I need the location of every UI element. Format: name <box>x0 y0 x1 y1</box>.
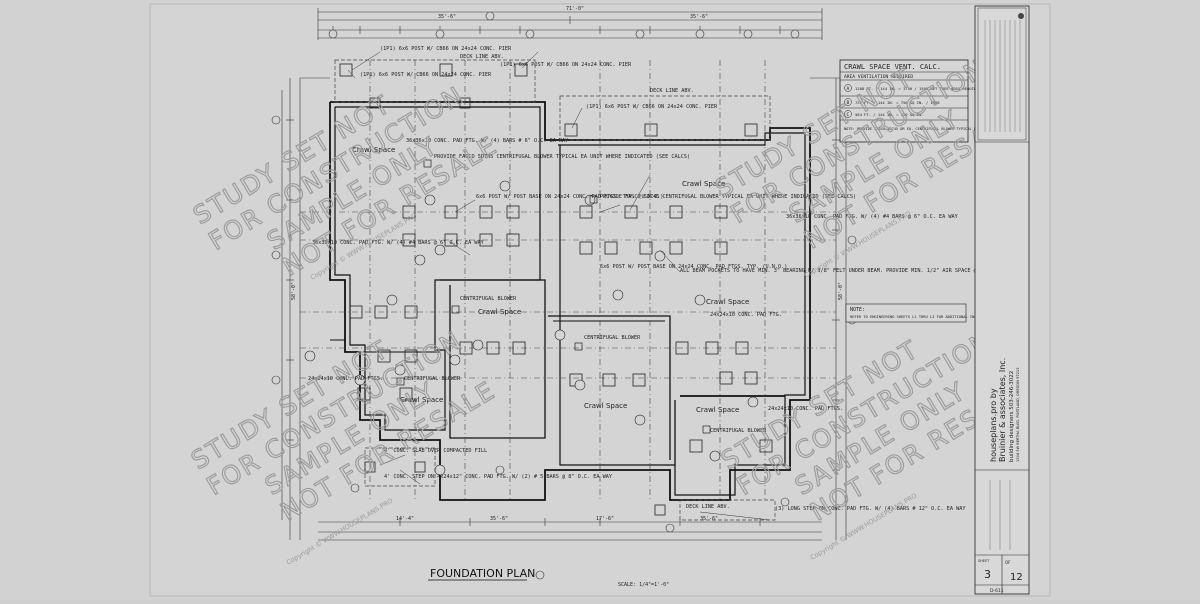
room-crawl-space-6: Crawl Space <box>696 406 739 414</box>
vent-calc-table: CRAWL SPACE VENT. CALC. AREA VENTILATION… <box>839 59 992 143</box>
plan-number: D-611 <box>990 588 1004 594</box>
vent-row-c-text: 584 FT. / 144 IN. = 350 SQ IN. <box>855 112 924 117</box>
callout-pad-2: 24x24x10 CONC. PAD FTG. <box>710 312 782 318</box>
callout-centrifugal-4: CENTRIFUGAL BLOWER <box>710 428 767 434</box>
room-labels: Crawl Space Crawl Space Crawl Space Craw… <box>352 146 749 414</box>
note-text: REFER TO ENGINEERING SHEETS L1 THRU L3 F… <box>850 315 1019 319</box>
callout-beam-pockets: ALL BEAM POCKETS TO HAVE MIN. 3" BEARING… <box>680 268 1002 274</box>
room-crawl-space-2: Crawl Space <box>682 180 725 188</box>
vent-table-title: CRAWL SPACE VENT. CALC. <box>844 63 941 71</box>
callout-slab: 4' CONC. SLAB OVER COMPACTED FILL <box>384 448 487 454</box>
callout-pad-1: 36x36x10 CONC. PAD FTG. W/ (4) BARS # 6"… <box>406 138 569 144</box>
vent-row-c-id: C <box>847 112 850 118</box>
callouts: (1P1) 6x6 POST W/ CB66 ON 24x24 CONC. PI… <box>308 46 1002 512</box>
vent-row-a-id: A <box>847 86 850 92</box>
callout-centrifugal-1: CENTRIFUGAL BLOWER <box>460 296 517 302</box>
callout-centrifugal-3: CENTRIFUGAL BLOWER <box>404 376 461 382</box>
callout-step: 4' CONC. STEP ON 4x24x12" CONC. PAD FTG.… <box>384 474 613 480</box>
callout-pad-6: 36x36x10 CONC. PAD FTG. W/ (4) #4 BARS @… <box>786 214 959 220</box>
vent-row-b-text: 725 FT. / 144 IN. = 750 SQ IN. / 1500 <box>855 100 940 105</box>
note-title: NOTE: <box>850 307 865 313</box>
company-line-2: Bruinier & associates, Inc. <box>998 358 1007 462</box>
blower-symbols <box>396 159 711 434</box>
bottom-dim-2: 35'-6" <box>490 516 508 522</box>
callout-long-step: (3) LONG STEP ON CONC. PAD FTG. W/ (4) B… <box>775 506 966 512</box>
vent-table-header: AREA VENTILATION REQUIRED <box>844 74 913 80</box>
side-dim-left: 58'-0" <box>291 282 297 300</box>
company-line-1: houseplans.pro by <box>989 388 998 462</box>
company-line-4: 1304 SW BERTHA BLVD. PORTLAND, OREGON 97… <box>1016 367 1020 462</box>
room-crawl-space-3: Crawl Space <box>478 308 521 316</box>
callout-post-4: (1P1) 6x6 POST W/ CB66 ON 24x24 CONC. PI… <box>586 104 718 110</box>
bottom-dim-3: 17'-6" <box>596 516 614 522</box>
callout-pad-3: 24x24x10 CONC. PAD FTGS. <box>308 376 383 382</box>
deck-lines <box>334 59 776 521</box>
company-line-3: building designers 503-246-3022 <box>1009 371 1015 462</box>
title-block: houseplans.pro by Bruinier & associates,… <box>974 5 1030 595</box>
callout-blower-note-2: PROVIDE FASCO 5D745 CENTRIFUGAL BLOWER T… <box>600 194 856 200</box>
top-dim-right: 35'-6" <box>690 14 708 20</box>
sheet-total: 12 <box>1010 572 1023 583</box>
bottom-dim-4: 35'-6" <box>700 516 718 522</box>
top-dim-left: 35'-6" <box>438 14 456 20</box>
room-crawl-space-4: Crawl Space <box>584 402 627 410</box>
callout-post-2: (1P1) 6x6 POST W/ CB66 ON 24x24 CONC. PI… <box>360 72 492 78</box>
pier-footings <box>339 63 773 516</box>
plan-title: FOUNDATION PLAN <box>430 567 535 580</box>
vent-table-note: NOTE: PROVIDE FASCO 5D745 OR EQ. CENTRIF… <box>844 127 992 131</box>
callout-post-1: (1P1) 6x6 POST W/ CB66 ON 24x24 CONC. PI… <box>380 46 512 52</box>
sheet-number: 3 <box>984 568 991 581</box>
plan-scale: SCALE: 1/4"=1'-0" <box>618 582 669 588</box>
room-crawl-space-7: Crawl Space <box>706 298 749 306</box>
leader-lines <box>347 51 771 521</box>
bottom-dim-1: 14'-4" <box>396 516 414 522</box>
callout-blower-note-1: PROVIDE FASCO 5D745 CENTRIFUGAL BLOWER T… <box>434 154 690 160</box>
vent-row-a-text: 1288 FT. / 144 IN. = 1750 / 1500 NET FRE… <box>855 86 981 91</box>
callout-post-base-2: 6x6 POST W/ POST BASE ON 24x24 CONC. PAD… <box>600 264 787 270</box>
callout-pad-5: 36x36x10 CONC. PAD FTG. W/ (4) #4 BARS @… <box>312 240 485 246</box>
beam-lines <box>300 60 836 500</box>
callout-post-base-1: 6x6 POST W/ POST BASE ON 24x24 CONC. PAD… <box>476 194 663 200</box>
callout-deck-1: DECK LINE ABV. <box>460 54 504 60</box>
dimension-ticks <box>286 26 840 526</box>
callout-deck-2: DECK LINE ABV. <box>650 88 694 94</box>
callout-pad-4: 24x24x10 CONC. PAD FTGS. <box>768 406 843 412</box>
room-crawl-space-5: Crawl Space <box>400 396 443 404</box>
vent-row-b-id: B <box>847 100 850 106</box>
sheet-of-label: OF <box>1005 560 1011 565</box>
room-crawl-space-1: Crawl Space <box>352 146 395 154</box>
side-dim-right: 58'-0" <box>838 282 844 300</box>
section-markers <box>304 180 759 476</box>
overall-dim-top: 71'-0" <box>566 6 584 12</box>
callout-post-3: (1P1) 6x6 POST W/ CB66 ON 24x24 CONC. PI… <box>500 62 632 68</box>
dimension-lines <box>281 8 847 541</box>
engineering-note-box: NOTE: REFER TO ENGINEERING SHEETS L1 THR… <box>845 303 1019 323</box>
sheet-label: SHEET <box>978 559 990 563</box>
callout-deck-3: DECK LINE ABV. <box>686 504 730 510</box>
callout-centrifugal-2: CENTRIFUGAL BLOWER <box>584 335 641 341</box>
